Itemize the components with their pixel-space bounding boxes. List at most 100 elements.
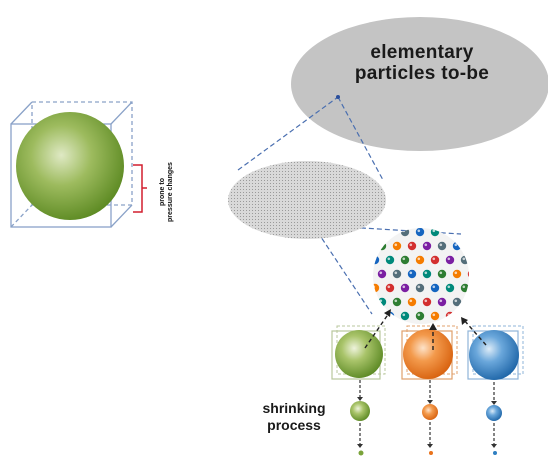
cube-green [331, 325, 386, 380]
particle-dot-highlight [409, 271, 413, 275]
particle-dot [377, 297, 387, 307]
green-tiny-sphere [358, 450, 364, 456]
particle-dot-highlight [454, 243, 458, 247]
particle-dot [452, 269, 462, 279]
particle-dot-highlight [462, 229, 466, 233]
orange-tiny-sphere [429, 451, 433, 455]
pressure-bracket [133, 164, 147, 213]
pressure-label-line-1: prone to [159, 178, 166, 206]
particle-dot-highlight [432, 257, 436, 261]
particle-dot [392, 241, 402, 251]
blue-tiny-sphere [493, 451, 497, 455]
particle-dot-highlight [417, 257, 421, 261]
particle-dot [400, 283, 410, 293]
shrinking-label-line-1: shrinking [262, 400, 326, 416]
particle-dot-highlight [402, 257, 406, 261]
pressure-label-line-2: pressure changes [167, 162, 174, 222]
orange-mid-sphere [422, 404, 438, 420]
particle-dot-highlight [402, 313, 406, 317]
particle-dot [392, 297, 402, 307]
particle-dot [430, 283, 440, 293]
particle-dot-highlight [373, 257, 376, 261]
pressure-changes-label: prone to pressure changes [159, 147, 175, 237]
particle-dot-highlight [447, 285, 451, 289]
particle-dot [452, 297, 462, 307]
particle-dot-highlight [470, 300, 473, 303]
particle-dot-highlight [462, 257, 466, 261]
particle-dot [385, 283, 395, 293]
particle-dot [377, 241, 387, 251]
particle-dot-highlight [424, 299, 428, 303]
particle-dot [377, 269, 387, 279]
particle-dot-highlight [379, 271, 383, 275]
particle-dot-highlight [417, 313, 421, 317]
shrinking-label-line-2: process [267, 417, 321, 433]
particle-dot [373, 255, 380, 265]
particle-dot [407, 269, 417, 279]
particle-dot-highlight [394, 271, 398, 275]
downward-arrowheads [357, 397, 497, 448]
particle-dot [415, 311, 425, 321]
particle-dot [430, 311, 440, 321]
particle-dot [445, 255, 455, 265]
shrinking-process-label: shrinking process [246, 400, 342, 434]
particle-dot [430, 255, 440, 265]
particle-dot-highlight [447, 313, 451, 317]
particle-dot [415, 255, 425, 265]
particle-dot-highlight [462, 285, 466, 289]
particle-dot-highlight [432, 313, 436, 317]
green-sphere [335, 330, 383, 378]
particle-dot-highlight [373, 313, 376, 317]
particle-dot-highlight [373, 285, 376, 289]
particle-dot-highlight [409, 299, 413, 303]
cube-blue [467, 325, 524, 380]
particle-dot-highlight [439, 271, 443, 275]
particle-dot [400, 311, 410, 321]
particle-dot [422, 297, 432, 307]
particle-dot [460, 228, 469, 237]
particle-dot [392, 269, 402, 279]
green-mid-sphere [350, 401, 370, 421]
apex-dot [336, 95, 340, 99]
big-green-sphere [16, 112, 124, 220]
particle-dot-highlight [387, 285, 391, 289]
particle-dot-highlight [417, 229, 421, 233]
particle-dot-highlight [379, 243, 383, 247]
particle-dot-highlight [387, 257, 391, 261]
particle-dot-highlight [424, 271, 428, 275]
particle-dot-highlight [447, 257, 451, 261]
particle-dot-highlight [402, 285, 406, 289]
particle-dot-highlight [379, 299, 383, 303]
particle-dot [452, 241, 462, 251]
orange-sphere [403, 329, 453, 379]
particle-dot-highlight [394, 243, 398, 247]
particle-dot [437, 297, 447, 307]
particle-dot [460, 255, 469, 265]
particle-dot [445, 311, 455, 321]
particle-dot-highlight [470, 244, 473, 247]
elementary-particles-ellipse [291, 17, 548, 151]
cube-orange [401, 325, 458, 380]
particle-dot [422, 241, 432, 251]
particle-dot-highlight [424, 243, 428, 247]
particle-dot-highlight [454, 299, 458, 303]
particle-dot [445, 228, 455, 237]
particle-dot-highlight [417, 285, 421, 289]
particle-dot [437, 241, 447, 251]
particle-dot [407, 297, 417, 307]
particle-dot [467, 269, 469, 279]
elementary-label-line-2: particles to-be [354, 63, 490, 84]
elementary-label-line-1: elementary [370, 42, 474, 63]
particle-dot [422, 269, 432, 279]
particle-dot-highlight [432, 285, 436, 289]
elementary-particles-label: elementary particles to-be [322, 42, 522, 84]
dotted-ellipse [228, 161, 386, 239]
blue-mid-sphere [486, 405, 502, 421]
particle-dot-highlight [447, 229, 451, 233]
particle-dot [373, 283, 380, 293]
downward-arrows [359, 380, 495, 444]
particle-dot-highlight [373, 229, 376, 233]
particle-dot-highlight [439, 243, 443, 247]
particle-dot-highlight [454, 271, 458, 275]
